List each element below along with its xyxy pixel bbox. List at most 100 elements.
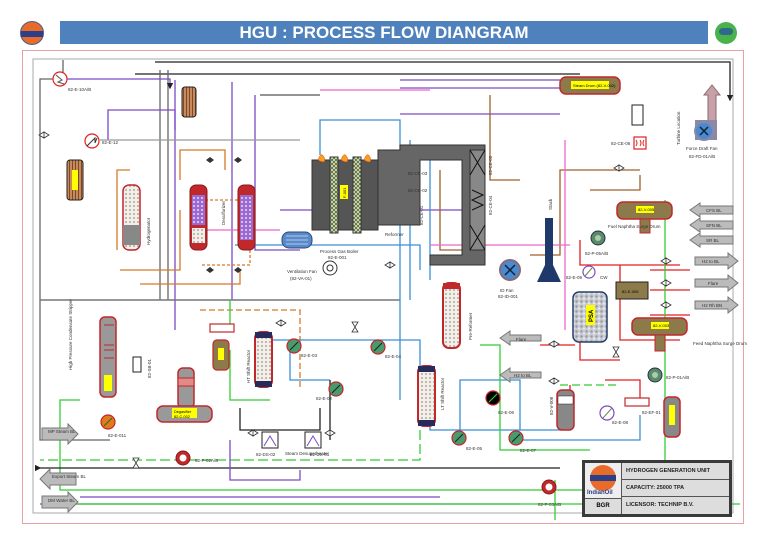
svg-text:Feed Naphtha Surge Drum: Feed Naphtha Surge Drum [693,341,747,346]
svg-text:H2 to BL: H2 to BL [702,259,720,264]
stream-arrow-mp-steam: MP Steam BL [41,422,79,446]
stream-arrow-sfn: SFN BL [689,217,734,233]
pump-p02ab: 82-P-02A/B [175,450,218,466]
svg-text:82-EF-01: 82-EF-01 [642,410,661,415]
svg-text:ID Fan: ID Fan [500,288,514,293]
pre-reformer: Pre-Reformer [442,282,473,349]
svg-text:Fuel Naphtha Surge Drum: Fuel Naphtha Surge Drum [608,224,661,229]
svg-text:82-E-06: 82-E-06 [498,410,515,415]
svg-text:82-V-003: 82-V-003 [653,323,670,328]
psa-unit: PSA [572,291,608,343]
svg-text:82-E-09: 82-E-09 [566,275,583,280]
valves [206,157,242,273]
reformer-furnace: F-001 Reformer [311,154,404,237]
pump-p03ab: 82-P-03A/B [538,479,561,507]
pipe-network [34,60,740,520]
svg-text:DM Water BL: DM Water BL [48,498,75,503]
forced-draft-fan: Force Draft Fan 82-FD-01A/B Turbine Loca… [676,84,722,159]
process-gas-boiler: Process Gas Boiler 82-E-001 [281,231,359,260]
control-valves [38,131,672,469]
stream-arrow-export-steam: Export Steam BL [39,467,87,491]
svg-text:82-CE-01: 82-CE-01 [419,205,424,225]
exchanger-ce06: 82-CE-06 [611,136,647,150]
licensor: LICENSOR: TECHNIP B.V. [626,502,694,508]
exchanger-e08: 82-E-08 [599,405,629,425]
svg-text:82-E-07: 82-E-07 [520,448,537,453]
svg-text:82-CE-04: 82-CE-04 [488,195,493,215]
ht-shift-reactor: HT Shift Reactor [246,331,273,388]
vessel-v004 [663,396,681,438]
svg-text:82-E-05: 82-E-05 [466,446,483,451]
svg-text:Flare: Flare [516,337,527,342]
svg-text:Force Draft Fan: Force Draft Fan [686,146,718,151]
hp-condensate-stripper: High Pressure Condensate Stripper [68,298,117,398]
svg-text:Steam Drum (82-V-002): Steam Drum (82-V-002) [573,83,616,88]
svg-text:82-E-02: 82-E-02 [316,396,333,401]
stream-arrow-flare-right: Flare [694,273,739,293]
exchanger-e005: 82-E-005 [615,281,649,300]
svg-text:82-CE-05: 82-CE-05 [488,155,493,175]
svg-text:82-C-002: 82-C-002 [174,415,190,419]
mascot-logo [715,22,737,44]
svg-text:82-V-005: 82-V-005 [638,207,655,212]
unit-name: HYDROGEN GENERATION UNIT [622,463,729,480]
filter-ef-top [209,323,235,371]
exchanger-e011: 82-E-011 [100,414,127,438]
svg-text:82-CE-02: 82-CE-02 [408,188,428,193]
svg-text:82-FD-01A/B: 82-FD-01A/B [689,154,715,159]
svg-text:Turbine Location: Turbine Location [676,111,681,145]
svg-text:82-E-005: 82-E-005 [622,289,639,294]
exchanger-e12: 82-E-12 [84,133,119,149]
svg-text:SR BL: SR BL [706,238,720,243]
svg-text:82-CE-06: 82-CE-06 [611,141,631,146]
stack: Stack [537,198,561,282]
svg-text:SFN BL: SFN BL [706,223,722,228]
svg-text:High Pressure Condensate Strip: High Pressure Condensate Stripper [68,298,73,370]
ventilation-fan: Ventilation Fan (82-VA-01) [287,260,338,281]
exchanger-e04: 82-E-04 [370,339,402,359]
svg-text:Hydrogenator: Hydrogenator [146,217,151,245]
diagram-frame [22,50,744,524]
svg-text:82-P-03A/B: 82-P-03A/B [538,502,561,507]
pump-p01ab: 82-P-01A/B [647,367,689,383]
svg-text:82-P-01A/B: 82-P-01A/B [666,375,689,380]
svg-text:82-SB-01: 82-SB-01 [147,358,152,378]
stream-arrow-h2-to-bl-left: H2 to BL [499,367,542,383]
svg-text:Pre-Reformer: Pre-Reformer [468,312,473,340]
desuperheater-ds01: 82-DS-01 [304,431,330,457]
desuperheater-label: Steam Desuperheater [285,451,330,456]
stream-arrow-cfs: CFS BL [689,202,734,218]
svg-text:82-P-05A/B: 82-P-05A/B [585,251,608,256]
blowdown-vessel [631,104,644,126]
indian-oil-logo [20,21,44,45]
convection-section: 82-CE-03 82-CE-02 82-CE-01 82-CE-05 82-C… [377,144,493,266]
svg-text:CFS BL: CFS BL [706,208,722,213]
exchanger-e02: 82-E-02 [316,381,344,401]
svg-text:82-CE-03: 82-CE-03 [408,171,428,176]
svg-text:H2 Rh BN: H2 Rh BN [702,303,722,308]
desulfurizer-a: Desulfurizer [189,184,226,251]
svg-text:HT Shift Reactor: HT Shift Reactor [246,349,251,383]
svg-text:MP Steam BL: MP Steam BL [48,429,76,434]
stream-arrow-flare-left: Flare [499,330,542,346]
stream-arrow-dm-water: DM Water BL [41,490,79,514]
desuperheater-ds02: 82-DS-02 [256,431,279,457]
degasifier: Degasifier 82-C-002 [156,367,213,423]
desulfurizer-b [237,184,256,251]
svg-text:82-E-08: 82-E-08 [612,420,629,425]
feed-naphtha-surge-drum: 82-V-003 Feed Naphtha Surge Drum [631,317,747,352]
id-fan: ID Fan 82-ID-001 [498,259,521,299]
svg-text:82-E-03: 82-E-03 [301,353,318,358]
fuel-naphtha-surge-drum: 82-V-005 Fuel Naphtha Surge Drum [608,201,673,234]
svg-text:82-ID-001: 82-ID-001 [498,294,519,299]
svg-text:82-E-001: 82-E-001 [328,255,347,260]
page-title: HGU : PROCESS FLOW DIANGRAM [60,21,708,44]
svg-text:82-E-04: 82-E-04 [385,354,402,359]
svg-text:82-DS-02: 82-DS-02 [256,452,276,457]
svg-text:PSA: PSA [589,309,595,322]
pump-p05ab: 82-P-05A/B [585,230,608,256]
svg-text:(82-VA-01): (82-VA-01) [290,276,312,281]
vessel-v008: 82-V-008 [549,389,575,431]
exchanger-e06: 82-E-06 [485,390,515,415]
